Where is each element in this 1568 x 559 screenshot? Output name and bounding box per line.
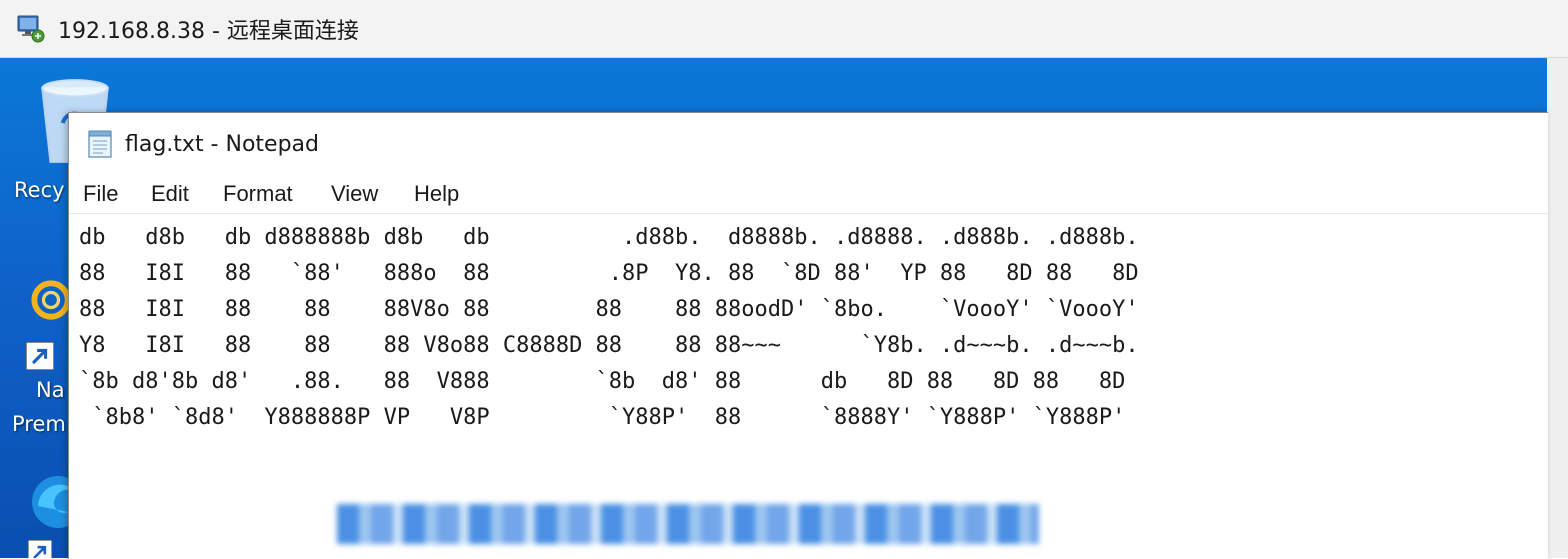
desktop-icon-label: Na <box>36 378 65 402</box>
menu-format[interactable]: Format <box>223 181 293 206</box>
redacted-text-blur <box>337 504 1039 544</box>
text-line: 88 I8I 88 88 88V8o 88 88 88 88oodD' `8bo… <box>79 297 1139 322</box>
notepad-title-bar[interactable]: flag.txt - Notepad <box>69 113 1548 175</box>
remote-desktop-icon <box>17 15 45 43</box>
shortcut-arrow-icon <box>28 540 52 558</box>
rdp-scrollbar[interactable] <box>1547 58 1568 558</box>
text-line: 88 I8I 88 `88' 888o 88 .8P Y8. 88 `8D 88… <box>79 261 1139 286</box>
rdp-title-bar: 192.168.8.38 - 远程桌面连接 <box>0 0 1568 58</box>
rdp-window-title: 192.168.8.38 - 远程桌面连接 <box>58 19 359 44</box>
menu-bar: File Edit Format View Help <box>69 175 1548 214</box>
notepad-window: flag.txt - Notepad File Edit Format View… <box>68 112 1548 559</box>
notepad-icon <box>88 130 112 158</box>
app-icon[interactable] <box>26 270 76 330</box>
desktop-icon-label: Recy <box>14 178 65 202</box>
desktop-icon-label: Prem <box>12 412 66 436</box>
menu-help[interactable]: Help <box>414 181 460 206</box>
menu-edit[interactable]: Edit <box>151 181 189 206</box>
ascii-art-text: db d8b db d888888b d8b db .d88b. d8888b.… <box>79 220 1139 436</box>
text-line: `8b d8'8b d8' .88. 88 V888 `8b d8' 88 db… <box>79 369 1126 394</box>
text-line: `8b8' `8d8' Y888888P VP V8P `Y88P' 88 `8… <box>79 405 1126 430</box>
text-line: Y8 I8I 88 88 88 V8o88 C8888D 88 88 88~~~… <box>79 333 1139 358</box>
menu-file[interactable]: File <box>83 181 119 206</box>
shortcut-arrow-icon <box>26 342 54 370</box>
text-line: db d8b db d888888b d8b db .d88b. d8888b.… <box>79 225 1139 250</box>
notepad-window-title: flag.txt - Notepad <box>125 132 319 157</box>
menu-view[interactable]: View <box>331 181 379 206</box>
text-editor-area[interactable]: db d8b db d888888b d8b db .d88b. d8888b.… <box>69 214 1548 559</box>
